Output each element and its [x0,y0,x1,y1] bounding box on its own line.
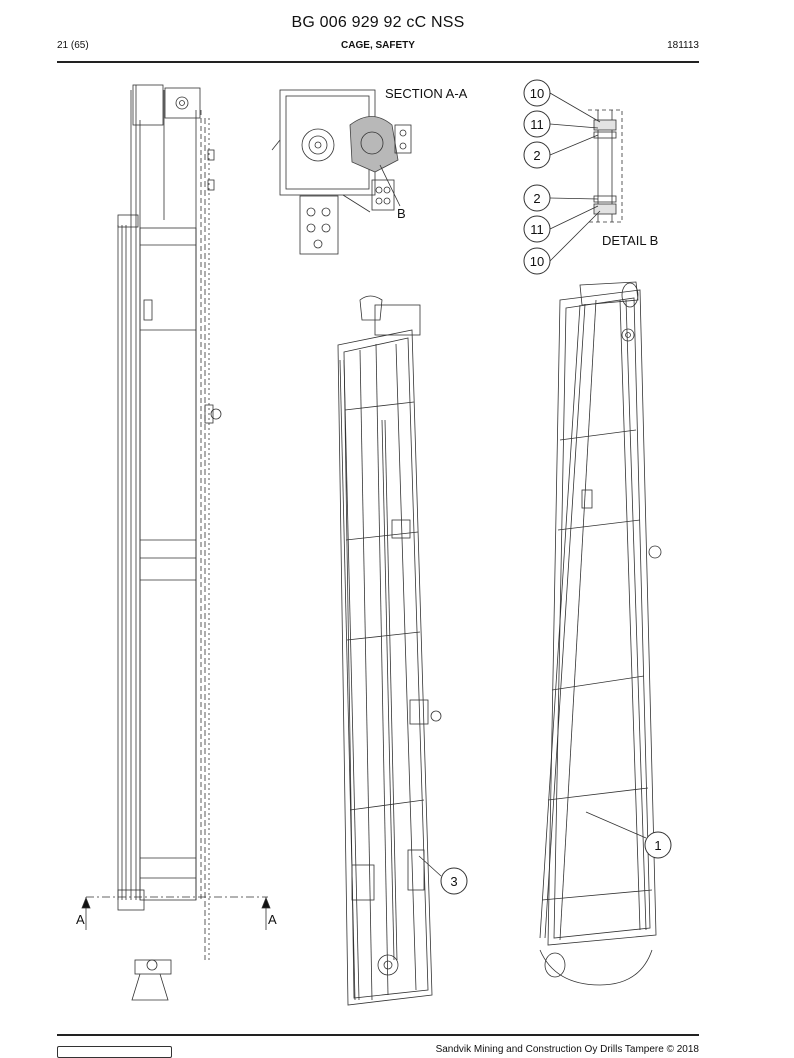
detail-b-label: DETAIL B [602,233,658,248]
side-view-drawing [81,84,271,1001]
section-marker-right: A [268,912,277,927]
section-marker-left: A [76,912,85,927]
callout-10-bottom: 10 [523,247,551,275]
right-view-drawing [539,281,662,986]
callout-10-top: 10 [523,79,551,107]
center-view-drawing [337,295,442,1006]
header-rule [57,61,699,63]
svg-text:11: 11 [530,222,544,237]
document-code: 181113 [667,40,699,51]
svg-text:10: 10 [530,254,544,269]
callout-11-bottom: 11 [523,215,551,243]
svg-text:3: 3 [450,874,457,889]
footer-copyright: Sandvik Mining and Construction Oy Drill… [435,1044,699,1055]
svg-text:10: 10 [530,86,544,101]
document-title: BG 006 929 92 cC NSS [291,14,465,31]
svg-text:2: 2 [533,191,540,206]
detail-b-drawing [549,92,623,262]
callout-2-bottom: 2 [523,184,551,212]
callout-11-top: 11 [523,110,551,138]
svg-text:11: 11 [530,117,544,132]
svg-text:2: 2 [533,148,540,163]
callout-1: 1 [644,831,672,859]
section-aa-label: SECTION A-A [385,86,468,101]
detail-b-marker: B [397,206,406,221]
callout-2-top: 2 [523,141,551,169]
section-heading: CAGE, SAFETY [341,40,415,51]
svg-text:1: 1 [654,838,661,853]
footer-rule [57,1034,699,1036]
page-number: 21 (65) [57,40,89,51]
callout-3: 3 [440,867,468,895]
section-aa-drawing [271,89,412,255]
brand-logo [57,1046,172,1058]
